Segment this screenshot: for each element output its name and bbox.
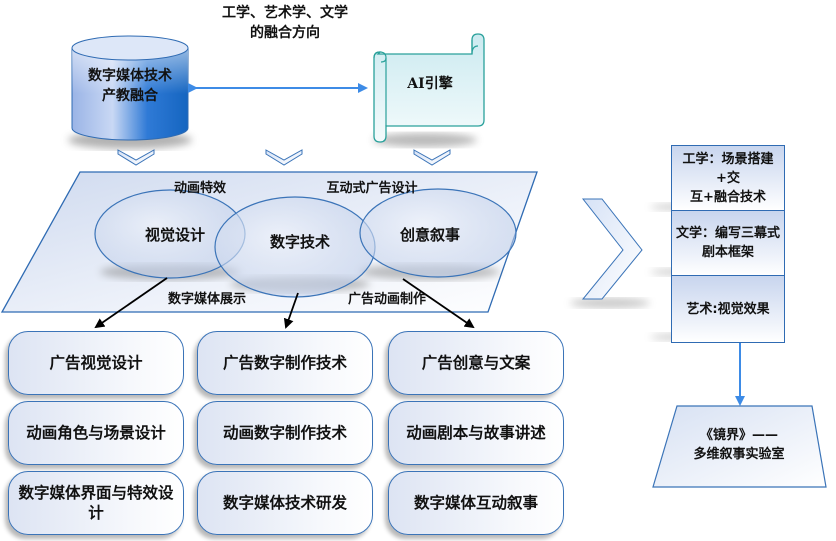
label-animation-effects: 动画特效 xyxy=(173,181,226,196)
chevron-down-icon xyxy=(413,149,451,166)
lab-trapezoid xyxy=(652,405,827,488)
course-box: 广告视觉设计 xyxy=(8,331,184,395)
discipline-literature: 文学：编写三幕式 剧本框架 xyxy=(671,210,785,276)
chevron-down-icon xyxy=(117,149,155,166)
fusion-direction-caption: 工学、艺术学、文学 的融合方向 xyxy=(200,3,370,43)
arrow-to-column-2 xyxy=(283,292,299,329)
label-ad-animation-production: 广告动画制作 xyxy=(347,292,426,307)
discipline-literature-line-2: 剧本框架 xyxy=(701,245,754,260)
arrow-to-column-3 xyxy=(402,278,475,329)
venn-label-creative-narrative: 创意叙事 xyxy=(399,226,460,244)
cylinder-label-line-2: 产教融合 xyxy=(102,88,158,104)
database-cylinder-icon xyxy=(68,35,192,149)
caption-line-1: 工学、艺术学、文学 xyxy=(222,5,348,21)
label-interactive-ad-design: 互动式广告设计 xyxy=(326,181,418,196)
lab-label: 《镜界》—— 多维叙事实验室 xyxy=(674,426,804,464)
lab-label-line-1: 《镜界》—— xyxy=(699,428,778,443)
course-box: 数字媒体技术研发 xyxy=(197,471,373,535)
discipline-engineering-line-2: 互+融合技术 xyxy=(690,189,766,205)
ai-engine-label: AI引擎 xyxy=(407,76,453,92)
course-box: 动画数字制作技术 xyxy=(197,401,373,465)
discipline-engineering: 工学：场景搭建+交 互+融合技术 xyxy=(671,145,785,211)
discipline-art-line-1: 艺术:视觉效果 xyxy=(686,301,770,317)
lab-label-line-2: 多维叙事实验室 xyxy=(693,447,785,462)
course-box: 动画剧本与故事讲述 xyxy=(388,401,564,465)
course-box: 广告数字制作技术 xyxy=(197,331,373,395)
caption-line-2: 的融合方向 xyxy=(250,25,320,41)
course-box: 数字媒体互动叙事 xyxy=(388,471,564,535)
course-box: 动画角色与场景设计 xyxy=(8,401,184,465)
discipline-engineering-line-1: 工学：场景搭建+交 xyxy=(682,151,774,186)
scroll-icon xyxy=(373,33,485,147)
venn-label-visual-design: 视觉设计 xyxy=(144,226,205,244)
discipline-art: 艺术:视觉效果 xyxy=(671,275,785,343)
chevron-down-icon xyxy=(265,149,303,166)
discipline-literature-line-1: 文学：编写三幕式 xyxy=(676,226,781,241)
chevron-right-icon xyxy=(570,198,650,308)
arrow-to-column-1 xyxy=(94,277,168,329)
course-box: 数字媒体界面与特效设计 xyxy=(8,471,184,535)
course-box: 广告创意与文案 xyxy=(388,331,564,395)
cylinder-label-line-1: 数字媒体技术 xyxy=(88,68,172,84)
venn-label-digital-tech: 数字技术 xyxy=(269,233,330,251)
venn-circle-creative-narrative xyxy=(359,188,517,278)
cylinder-label: 数字媒体技术 产教融合 xyxy=(70,66,190,106)
label-digital-media-display: 数字媒体展示 xyxy=(167,292,246,307)
